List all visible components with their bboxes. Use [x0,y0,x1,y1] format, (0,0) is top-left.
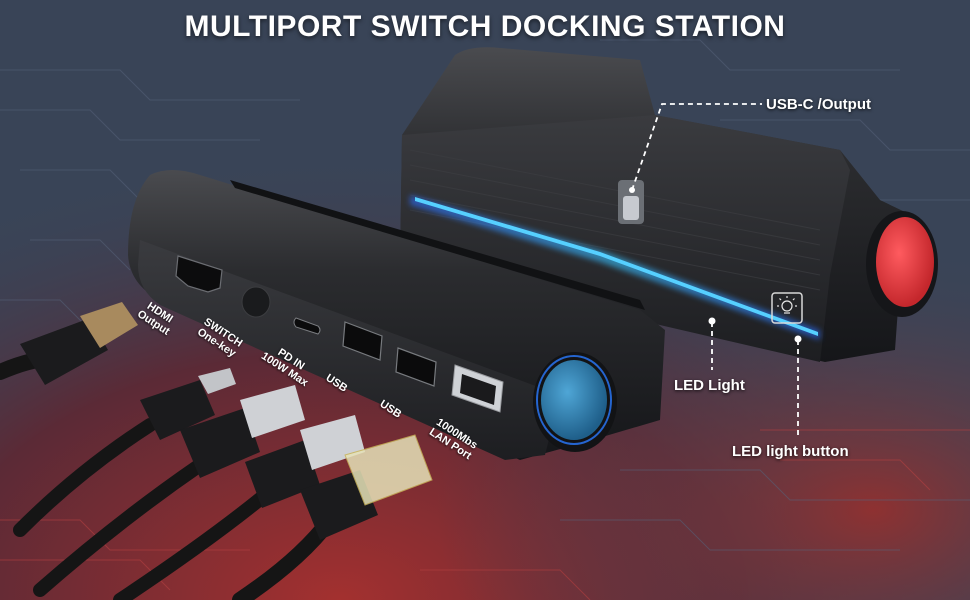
callout-usb-c-output: USB-C /Output [766,96,871,113]
circuit-lines [0,39,970,551]
callout-lines [631,103,799,436]
lan-port[interactable] [451,364,504,413]
callout-led-light: LED Light [674,377,745,394]
callout-led-light-button: LED light button [732,443,849,460]
page-title: MULTIPORT SWITCH DOCKING STATION [184,10,786,43]
hdmi-cable [0,302,138,385]
pd-in-port[interactable] [293,317,321,335]
usb-cable-1 [33,385,305,597]
switch-button[interactable] [241,286,271,318]
usb-port-1[interactable] [342,321,383,361]
lan-cable [232,434,433,600]
usb-c-cable [13,368,236,537]
light-bulb-icon[interactable] [777,296,797,314]
hdmi-port[interactable] [175,255,223,293]
usb-port-2[interactable] [395,347,437,387]
